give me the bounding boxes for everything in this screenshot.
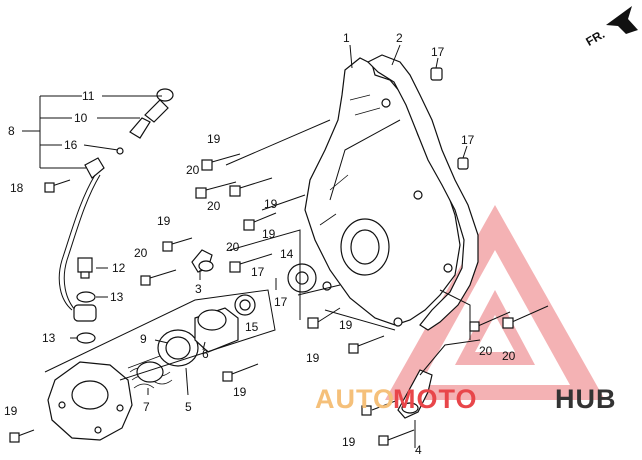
bearing-seal [157, 329, 199, 367]
callout-3: 3 [195, 282, 202, 296]
arrow-front-icon [606, 6, 638, 34]
callout-9: 9 [140, 332, 147, 346]
callout-19-f: 19 [306, 351, 320, 365]
front-direction-indicator: FR. [583, 6, 638, 49]
callout-19-c: 19 [157, 214, 171, 228]
callout-5: 5 [185, 400, 192, 414]
callout-1: 1 [343, 31, 350, 45]
front-label: FR. [583, 27, 607, 49]
pump-housing [47, 361, 133, 441]
sealing-washer-upper [76, 291, 96, 303]
banjo-bolt [77, 257, 93, 279]
watermark-text: AUTO MOTO HUB [315, 384, 617, 414]
callout-18: 18 [10, 181, 24, 195]
callout-8: 8 [8, 124, 15, 138]
callout-20-a: 20 [186, 163, 200, 177]
cable-bracket [397, 369, 433, 419]
callout-17-c: 17 [251, 265, 265, 279]
callout-7: 7 [143, 400, 150, 414]
callout-19-b: 19 [264, 197, 278, 211]
sealing-washer-lower [76, 332, 96, 344]
watermark-moto: MOTO [393, 384, 478, 414]
callout-17-right: 17 [461, 133, 475, 147]
watermark-hub: HUB [555, 384, 617, 414]
callout-14: 14 [280, 247, 294, 261]
callout-20-f: 20 [502, 349, 516, 363]
callout-17-d: 17 [274, 295, 288, 309]
callout-19-h: 19 [4, 404, 18, 418]
callout-20-c: 20 [134, 246, 148, 260]
callout-20-b: 20 [207, 199, 221, 213]
callout-17-top: 17 [431, 45, 445, 59]
callout-15: 15 [245, 320, 259, 334]
callout-labels: 1 2 17 17 11 10 8 16 18 19 20 20 19 19 2… [4, 31, 516, 457]
callout-13-lower: 13 [42, 331, 56, 345]
callout-19-e: 19 [233, 385, 247, 399]
leader-lines [22, 44, 481, 448]
seal-14 [287, 263, 317, 293]
watermark-auto: AUTO [315, 384, 395, 414]
callout-10: 10 [74, 111, 88, 125]
dowel-pin-right [457, 157, 469, 170]
callout-19-d: 19 [262, 227, 276, 241]
hose-clip [191, 249, 214, 273]
callout-2: 2 [396, 31, 403, 45]
callout-19-g: 19 [339, 318, 353, 332]
spring [127, 355, 173, 389]
callout-11: 11 [82, 89, 95, 103]
dowel-pin-top [430, 67, 443, 81]
cover-gasket [366, 54, 479, 331]
clutch-sleeve [194, 307, 239, 353]
callout-19-i: 19 [342, 435, 356, 449]
callout-13-upper: 13 [110, 290, 124, 304]
callout-20-d: 20 [226, 240, 240, 254]
callout-16: 16 [64, 138, 78, 152]
callout-12: 12 [112, 261, 126, 275]
callout-19-a: 19 [207, 132, 221, 146]
callout-4: 4 [415, 443, 422, 457]
callout-6: 6 [202, 347, 209, 361]
sensor-assembly [58, 88, 174, 322]
callout-20-e: 20 [479, 344, 493, 358]
rear-crankcase-cover [304, 57, 461, 327]
bolts [9, 153, 549, 446]
washer-15 [234, 294, 256, 316]
